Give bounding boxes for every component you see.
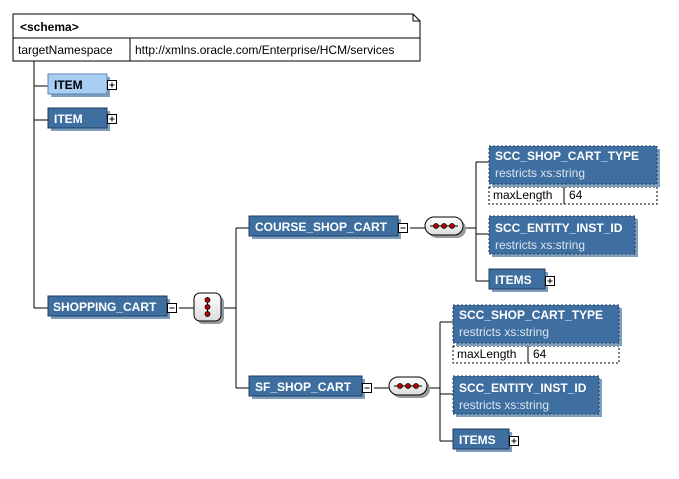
facet-value: 64 [533, 347, 547, 361]
element-label: SF_SHOP_CART [255, 380, 352, 394]
element-label: ITEM [54, 78, 83, 92]
facet-name: maxLength [457, 347, 516, 361]
restriction-label: restricts xs:string [459, 325, 549, 339]
minus-square-icon[interactable] [362, 383, 372, 393]
target-namespace-value: http://xmlns.oracle.com/Enterprise/HCM/s… [135, 43, 394, 57]
plus-square-icon[interactable] [107, 114, 117, 124]
element-course-shop-cart[interactable]: COURSE_SHOP_CART [248, 215, 401, 239]
element-label: SCC_SHOP_CART_TYPE [459, 308, 603, 322]
restriction-label: restricts xs:string [459, 398, 549, 412]
sequence-compositor-icon[interactable] [424, 216, 466, 238]
element-label: SCC_SHOP_CART_TYPE [495, 149, 639, 163]
plus-square-icon[interactable] [107, 80, 117, 90]
element-label: COURSE_SHOP_CART [255, 220, 388, 234]
minus-square-icon[interactable] [167, 303, 177, 313]
element-label: ITEM [54, 112, 83, 126]
element-label: SCC_ENTITY_INST_ID [495, 221, 623, 235]
target-namespace-label: targetNamespace [18, 43, 113, 57]
element-course-shop-cart-type[interactable]: SCC_SHOP_CART_TYPE restricts xs:string m… [488, 145, 660, 205]
restriction-label: restricts xs:string [495, 238, 585, 252]
plus-square-icon[interactable] [509, 436, 519, 446]
element-sf-entity-inst-id[interactable]: SCC_ENTITY_INST_ID restricts xs:string [452, 375, 602, 417]
plus-square-icon[interactable] [545, 276, 555, 286]
element-shopping-cart[interactable]: SHOPPING_CART [47, 295, 170, 319]
element-label: SHOPPING_CART [53, 300, 157, 314]
sequence-compositor-icon[interactable] [388, 376, 430, 398]
element-sf-shop-cart-type[interactable]: SCC_SHOP_CART_TYPE restricts xs:string m… [452, 304, 622, 364]
facet-name: maxLength [493, 188, 552, 202]
element-label: SCC_ENTITY_INST_ID [459, 381, 587, 395]
facet-value: 64 [569, 188, 583, 202]
choice-compositor-icon[interactable] [193, 292, 224, 324]
element-course-entity-inst-id[interactable]: SCC_ENTITY_INST_ID restricts xs:string [488, 215, 638, 257]
element-label: ITEMS [459, 433, 496, 447]
connector-lines [33, 61, 489, 442]
element-sf-shop-cart[interactable]: SF_SHOP_CART [248, 375, 365, 399]
schema-title: <schema> [20, 20, 79, 34]
element-course-items[interactable]: ITEMS [488, 268, 548, 292]
schema-box: <schema> targetNamespace http://xmlns.or… [12, 13, 421, 62]
element-item-highlighted[interactable]: ITEM [47, 73, 110, 97]
element-item[interactable]: ITEM [47, 107, 110, 131]
element-label: ITEMS [495, 273, 532, 287]
restriction-label: restricts xs:string [495, 166, 585, 180]
element-sf-items[interactable]: ITEMS [452, 428, 512, 452]
minus-square-icon[interactable] [398, 223, 408, 233]
